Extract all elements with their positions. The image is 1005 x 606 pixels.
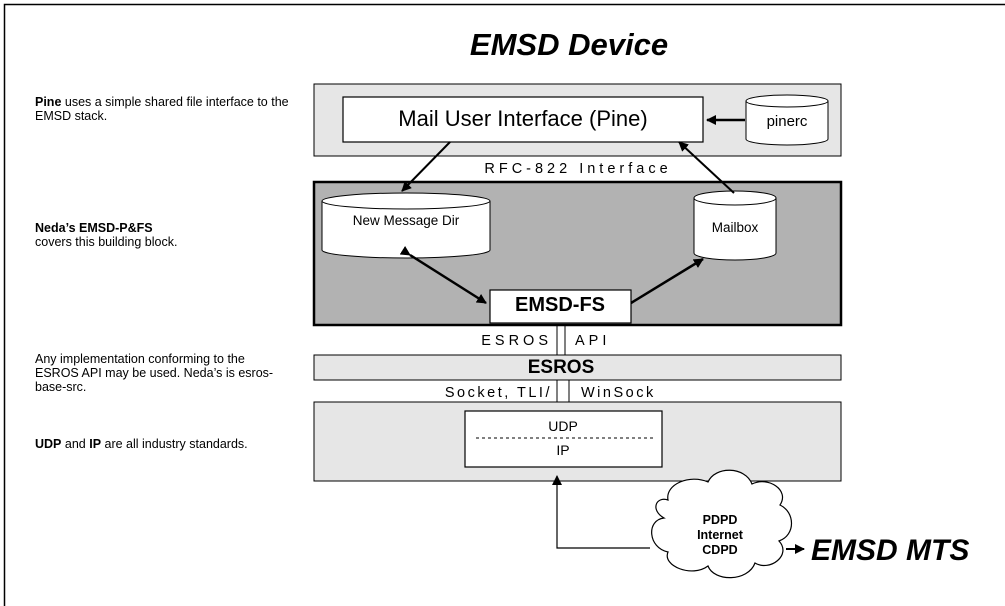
note-pine-bold: Pine [35,95,62,109]
udp-ip-box [464,410,663,468]
note-neda-bold: Neda’s EMSD-P&FS [35,221,153,235]
esros-bar [313,354,842,381]
note-udp: UDP and IP are all industry standards. [35,437,275,451]
new-message-dir-label: New Message Dir [352,213,460,228]
mailbox-cylinder [693,190,777,261]
emsd-fs-label: EMSD-FS [515,294,605,316]
esros-api-left-label: ESROS [481,333,552,349]
note-pine: Pine uses a simple shared file interface… [35,95,295,123]
page-title: EMSD Device [469,27,669,62]
note-udp-text: are all industry standards. [101,437,248,451]
ip-label: IP [556,442,570,458]
pinerc-label: pinerc [766,113,808,130]
socket-left-label: Socket, TLI/ [444,385,552,401]
note-esros: Any implementation conforming to the ESR… [35,352,290,394]
cloud-to-udpip-arrow [552,475,650,549]
mailui-to-newmsgdir-arrow [401,141,451,192]
outer-border [3,3,1005,606]
note-ip-bold: IP [89,437,102,451]
note-udp-mid: and [61,437,90,451]
mailbox-to-mailui-arrow [678,141,735,194]
rfc822-label: RFC-822 Interface [484,161,672,177]
socket-right-label: WinSock [581,385,656,401]
network-cloud [651,469,793,579]
note-neda-text: covers this building block. [35,235,178,249]
mail-ui-box [342,96,704,143]
note-pine-text: uses a simple shared file interface to t… [35,95,289,123]
emsd-mts-label: EMSD MTS [811,534,970,567]
mailbox-label: Mailbox [711,220,759,235]
cloud-label: PDPD Internet CDPD [697,513,743,558]
cloud-label-cdpd: CDPD [702,543,738,557]
cloud-label-pdpd: PDPD [702,513,738,527]
note-udp-bold: UDP [35,437,62,451]
esros-api-right-label: API [575,333,611,349]
mail-ui-label: Mail User Interface (Pine) [398,106,648,131]
note-neda: Neda’s EMSD-P&FS covers this building bl… [35,221,265,249]
note-esros-text: Any implementation conforming to the ESR… [35,352,274,394]
emsdfs-to-mailbox-arrow [630,257,704,305]
emsd-fs-box [489,289,632,324]
udp-label: UDP [548,418,578,434]
emsdfs-newmsgdir-arrow [399,245,487,305]
pinerc-cylinder [745,94,829,146]
cloud-label-internet: Internet [697,528,743,542]
esros-label: ESROS [527,357,595,378]
